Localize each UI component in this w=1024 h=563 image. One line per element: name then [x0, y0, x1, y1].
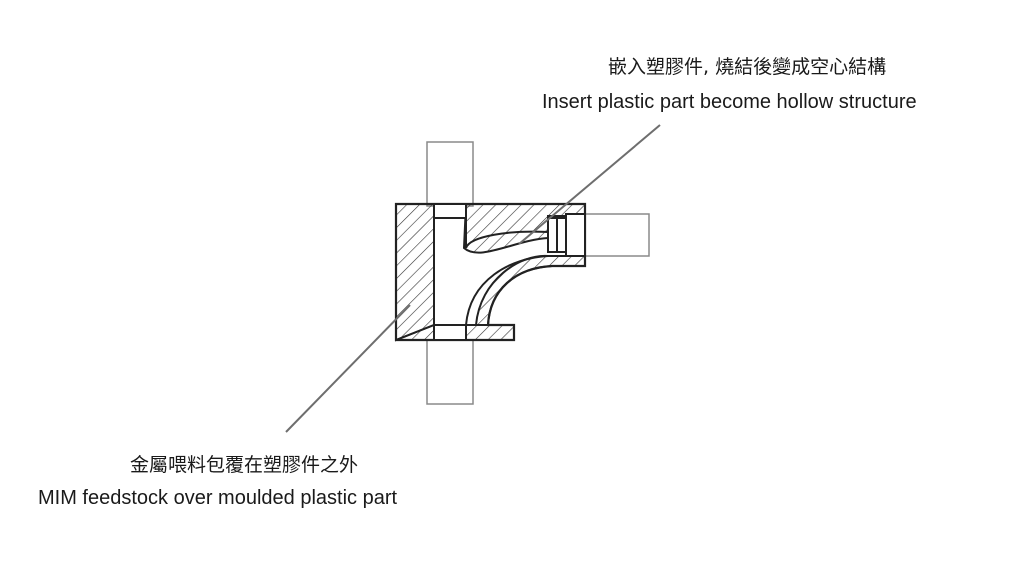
inner-elbow-curve-lower — [465, 255, 549, 326]
bottom-port-step — [433, 324, 467, 341]
metal-body-top-wall — [462, 203, 586, 254]
insert-caption-english: Insert plastic part become hollow struct… — [542, 91, 917, 113]
top-port-step — [433, 203, 467, 219]
metal-body-outline — [394, 202, 587, 342]
plastic-insert-top — [426, 141, 474, 207]
plastic-insert-right — [584, 213, 650, 257]
insert-caption-chinese: 嵌入塑膠件, 燒結後變成空心結構 — [608, 56, 887, 78]
leader-line-insert — [518, 124, 661, 245]
feedstock-caption-english: MIM feedstock over moulded plastic part — [38, 487, 398, 509]
leader-line-feedstock — [285, 304, 411, 433]
feedstock-caption-chinese: 金屬喂料包覆在塑膠件之外 — [130, 454, 359, 476]
plastic-insert-bottom — [426, 339, 474, 405]
inner-elbow-curve — [465, 230, 549, 249]
right-port-step-outer — [565, 213, 586, 257]
metal-body-left-wall — [395, 203, 435, 342]
